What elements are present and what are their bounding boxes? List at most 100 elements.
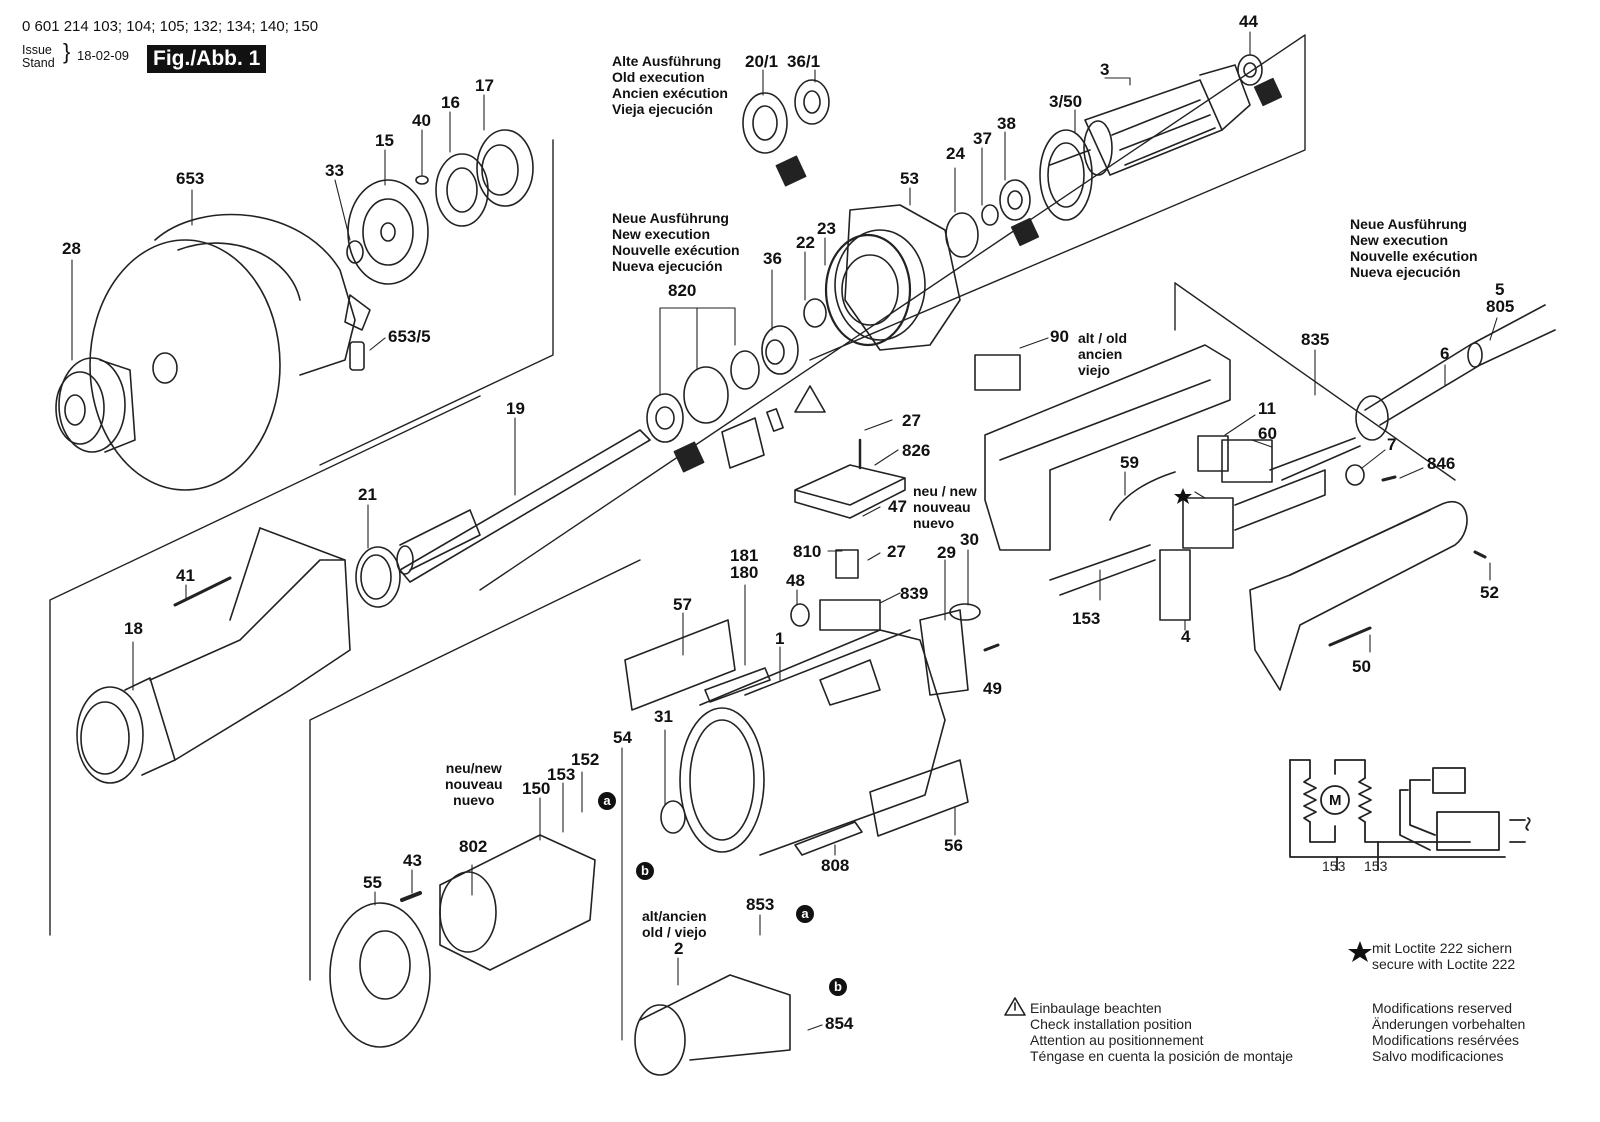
part-callout[interactable]: 653/5 (388, 327, 431, 346)
part-callout[interactable]: 22 (796, 233, 815, 252)
part-callout[interactable]: 43 (403, 851, 422, 870)
part-callout[interactable]: 30 (960, 530, 979, 549)
part-callout[interactable]: 1 (775, 629, 785, 648)
resistor-right (1358, 777, 1372, 823)
part-callout[interactable]: 53 (900, 169, 919, 188)
part-callout[interactable]: 50 (1352, 657, 1371, 676)
screw-52 (1473, 550, 1487, 559)
part-callout[interactable]: 17 (475, 76, 494, 95)
part-callout[interactable]: 44 (1239, 12, 1258, 31)
star-icon (1348, 941, 1372, 962)
warning-legend-icon (1004, 997, 1026, 1016)
part-callout[interactable]: 55 (363, 873, 382, 892)
part-callout[interactable]: 33 (325, 161, 344, 180)
part-callout[interactable]: 54 (613, 728, 632, 747)
part-callout[interactable]: 4 (1181, 627, 1191, 646)
part-callout[interactable]: 23 (817, 219, 836, 238)
wire-59 (1109, 471, 1176, 521)
part-callout[interactable]: 20/1 (745, 52, 779, 71)
part-callout[interactable]: 7 (1387, 435, 1397, 454)
part-callout[interactable]: 180 (730, 563, 759, 582)
part-callout[interactable]: 52 (1480, 583, 1499, 602)
part-callout[interactable]: 59 (1120, 453, 1139, 472)
part-callout[interactable]: 24 (946, 144, 965, 163)
part-callout[interactable]: 40 (412, 111, 431, 130)
part-callout[interactable]: 11 (1258, 399, 1276, 418)
switch-4 (1182, 497, 1234, 549)
part-callout[interactable]: 3 (1100, 60, 1110, 79)
part-callout[interactable]: 18 (124, 619, 143, 638)
part-callout[interactable]: 49 (983, 679, 1002, 698)
o-ring-23 (824, 233, 912, 347)
part-callout[interactable]: 839 (900, 584, 929, 603)
resistor-left (1303, 777, 1317, 823)
part-callout[interactable]: 48 (786, 571, 805, 590)
part-callout[interactable]: 27 (887, 542, 906, 561)
part-callout[interactable]: 653 (176, 169, 205, 188)
part-callout[interactable]: 16 (441, 93, 460, 112)
cable-leads (1269, 437, 1361, 481)
part-callout[interactable]: 805 (1486, 297, 1515, 316)
gear-housing-18 (76, 527, 351, 784)
part-callout[interactable]: 3/50 (1049, 92, 1083, 111)
installation-note: Einbaulage beachten Check installation p… (1030, 1000, 1294, 1064)
flange-nut-28 (55, 357, 136, 453)
carbon-brush-810 (835, 549, 859, 579)
part-callout[interactable]: 835 (1301, 330, 1330, 349)
schematic-wire-label: 153 (1364, 858, 1388, 874)
part-31 (660, 800, 686, 834)
part-callout[interactable]: 5 (1495, 280, 1505, 299)
part-30 (949, 603, 981, 621)
part-callout[interactable]: 15 (375, 131, 394, 150)
part-callout[interactable]: 29 (937, 543, 956, 562)
figure-label: Fig./Abb. 1 (147, 45, 267, 73)
part-callout[interactable]: 27 (902, 411, 921, 430)
part-callout[interactable]: 853 (746, 895, 775, 914)
part-callout[interactable]: 150 (522, 779, 551, 798)
part-callout[interactable]: 802 (459, 837, 488, 856)
part-callout[interactable]: 38 (997, 114, 1016, 133)
motor-symbol (1320, 785, 1350, 815)
part-callout[interactable]: 826 (902, 441, 931, 460)
part-callout[interactable]: 47 (888, 497, 907, 516)
screw-41 (173, 576, 232, 607)
part-callout[interactable]: 90 (1050, 327, 1069, 346)
part-callout[interactable]: 810 (793, 542, 822, 561)
screw-49 (983, 643, 1000, 652)
label-180 (704, 667, 771, 703)
part-callout[interactable]: 854 (825, 1014, 854, 1033)
new-execution-note-right: Neue Ausführung New execution Nouvelle e… (1350, 216, 1478, 280)
part-callout[interactable]: 181 (730, 546, 759, 565)
spring-48 (790, 603, 810, 627)
part-callout[interactable]: 2 (674, 939, 684, 958)
part-callout[interactable]: 31 (654, 707, 673, 726)
brush-holder-839 (819, 599, 881, 631)
ring-24 (945, 212, 979, 258)
label-56 (869, 759, 969, 837)
part-callout[interactable]: 6 (1440, 344, 1450, 363)
part-callout[interactable]: 153 (1072, 609, 1101, 628)
part-callout[interactable]: 36/1 (787, 52, 821, 71)
part-callout[interactable]: 808 (821, 856, 850, 875)
part-callout[interactable]: 21 (358, 485, 377, 504)
guard-653 (89, 213, 371, 491)
connector-a-marker: a (598, 792, 616, 810)
part-callout[interactable]: 41 (176, 566, 195, 585)
handle-half-835 (984, 344, 1231, 551)
part-callout[interactable]: 846 (1427, 454, 1456, 473)
part-callout[interactable]: 37 (973, 129, 992, 148)
bearing-set-820 (646, 350, 765, 473)
part-callout[interactable]: 152 (571, 750, 600, 769)
part-callout[interactable]: 57 (673, 595, 692, 614)
spring-37 (981, 204, 999, 226)
part-callout[interactable]: 36 (763, 249, 782, 268)
part-callout[interactable]: 28 (62, 239, 81, 258)
motor-label: M (1329, 792, 1342, 809)
part-callout[interactable]: 153 (547, 765, 576, 784)
part-callout[interactable]: 60 (1258, 424, 1277, 443)
part-callout[interactable]: 19 (506, 399, 525, 418)
part-callout[interactable]: 56 (944, 836, 963, 855)
part-callout[interactable]: 820 (668, 281, 697, 300)
new-version-note-field: neu/new nouveau nuevo (445, 760, 503, 808)
